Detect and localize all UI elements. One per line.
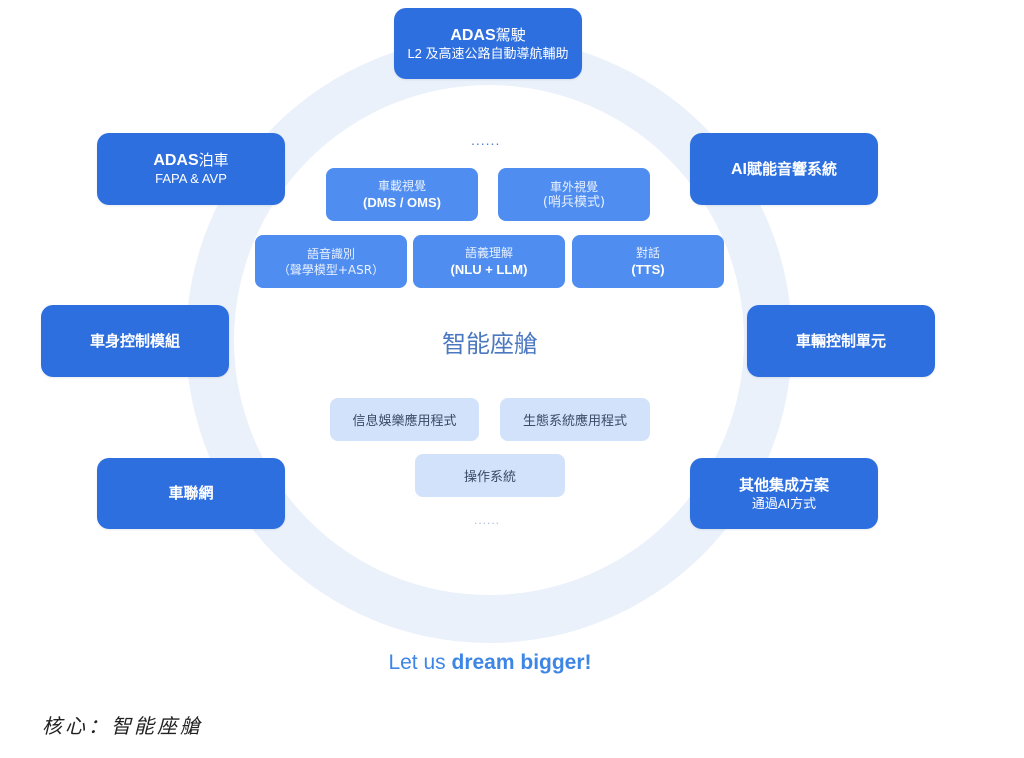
box-adas-drive-subtitle: L2 及高速公路自動導航輔助 bbox=[407, 45, 569, 61]
box-ai-audio-title: AI賦能音響系統 bbox=[731, 160, 837, 179]
box-adas-park: ADAS泊車 FAPA & AVP bbox=[97, 133, 285, 205]
box-in-cabin-vision: 車載視覺 (DMS / OMS) bbox=[326, 168, 478, 221]
box-line1: 車載視覺 bbox=[377, 179, 426, 193]
box-other-integration: 其他集成方案 通過AI方式 bbox=[690, 458, 878, 529]
box-label: 操作系統 bbox=[463, 470, 516, 485]
title-latin: ADAS bbox=[153, 152, 199, 169]
box-infotainment-apps: 信息娛樂應用程式 bbox=[330, 398, 479, 441]
box-body-control-title: 車身控制模組 bbox=[89, 331, 180, 350]
box-telematics-title: 車聯網 bbox=[168, 484, 214, 502]
box-adas-park-title: ADAS泊車 bbox=[153, 151, 228, 170]
box-semantic-understanding: 語義理解 (NLU + LLM) bbox=[413, 235, 565, 288]
title-cjk: 泊車 bbox=[198, 151, 229, 169]
title-cjk: 賦能音響系統 bbox=[746, 159, 837, 178]
slogan: Let us dream bigger! bbox=[300, 651, 680, 675]
box-ecosystem-apps: 生態系統應用程式 bbox=[500, 398, 650, 441]
box-line2: (NLU + LLM) bbox=[450, 262, 528, 277]
box-dialogue: 對話 (TTS) bbox=[572, 235, 724, 288]
box-adas-park-subtitle: FAPA & AVP bbox=[155, 171, 227, 186]
box-line2: (DMS / OMS) bbox=[363, 195, 441, 210]
caption: 核心：智能座艙 bbox=[42, 714, 203, 738]
box-line2: (哨兵模式) bbox=[542, 194, 606, 210]
box-telematics: 車聯網 bbox=[97, 458, 285, 529]
box-line1: 車外視覺 bbox=[549, 179, 598, 194]
title-latin: AI bbox=[730, 160, 747, 178]
box-line1: 語音識別 bbox=[306, 246, 355, 261]
box-label: 生態系統應用程式 bbox=[522, 414, 627, 429]
slogan-bold: dream bigger! bbox=[451, 651, 592, 674]
box-speech-recognition: 語音識別 （聲學模型+ASR） bbox=[255, 235, 407, 288]
box-body-control: 車身控制模組 bbox=[41, 305, 229, 377]
box-other-integration-subtitle: 通過AI方式 bbox=[751, 495, 817, 511]
box-operating-system: 操作系統 bbox=[415, 454, 565, 497]
box-line2: (TTS) bbox=[631, 262, 665, 277]
box-exterior-vision: 車外視覺 (哨兵模式) bbox=[498, 168, 650, 221]
slogan-light: Let us bbox=[388, 651, 452, 674]
box-vehicle-control-title: 車輛控制單元 bbox=[795, 331, 886, 350]
ellipsis-top: ...... bbox=[471, 132, 501, 148]
box-line1: 對話 bbox=[635, 246, 660, 260]
box-adas-drive-title: ADAS駕駛 bbox=[450, 26, 525, 45]
box-label: 信息娛樂應用程式 bbox=[352, 414, 457, 429]
title-cjk: 駕駛 bbox=[495, 25, 526, 44]
ellipsis-bottom: ...... bbox=[474, 513, 501, 527]
box-line2: （聲學模型+ASR） bbox=[277, 262, 385, 277]
box-vehicle-control: 車輛控制單元 bbox=[747, 305, 935, 377]
inner-circle bbox=[234, 85, 744, 595]
box-adas-drive: ADAS駕駛 L2 及高速公路自動導航輔助 bbox=[394, 8, 582, 79]
box-line1: 語義理解 bbox=[464, 246, 513, 260]
title-latin: ADAS bbox=[450, 26, 496, 44]
box-other-integration-title: 其他集成方案 bbox=[738, 475, 829, 494]
center-title: 智能座艙 bbox=[442, 330, 538, 358]
box-ai-audio: AI賦能音響系統 bbox=[690, 133, 878, 205]
